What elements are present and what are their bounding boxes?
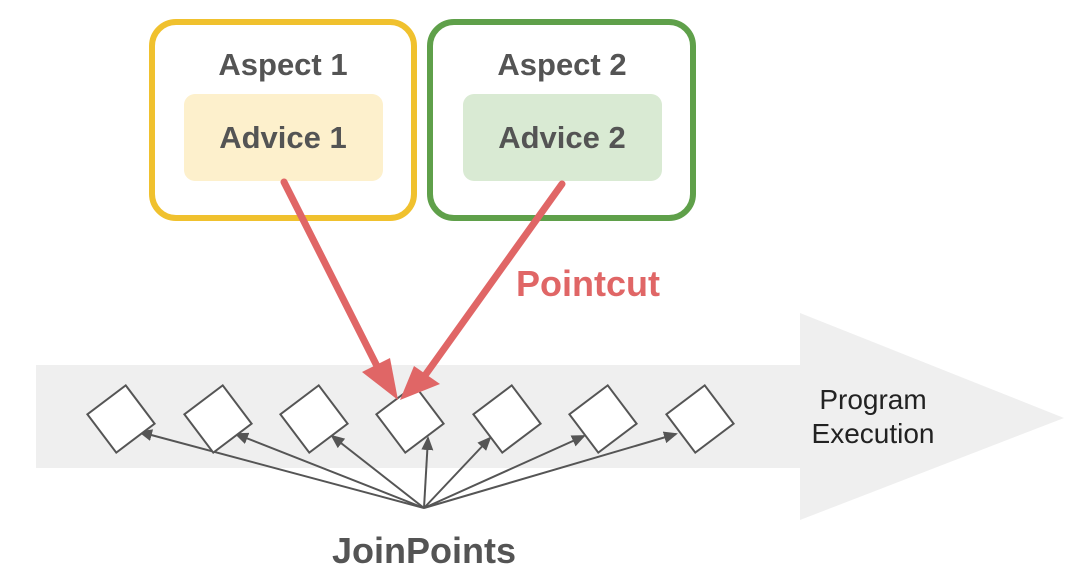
connector-arrow-7 (423, 431, 678, 509)
program-execution-label-line2: Execution (812, 418, 935, 449)
pointcut-arrowhead-1 (362, 358, 398, 400)
joinpoint-1 (85, 383, 157, 455)
aspect-1-title: Aspect 1 (218, 47, 347, 82)
pointcut-arrow-1 (280, 178, 384, 376)
advice-2-label: Advice 2 (498, 120, 626, 155)
joinpoint-3 (278, 383, 350, 455)
connector-arrow-1 (138, 429, 425, 509)
pointcut-arrows (280, 178, 566, 400)
joinpoint-6 (567, 383, 639, 455)
advice-2-box (463, 94, 662, 181)
connector-arrow-2 (234, 432, 425, 509)
joinpoint-4 (374, 383, 446, 455)
joinpoint-diamonds (85, 383, 736, 455)
connector-arrow-6 (423, 435, 586, 509)
joinpoint-7 (664, 383, 736, 455)
joinpoints-label: JoinPoints (332, 530, 516, 571)
advice-1-label: Advice 1 (219, 120, 347, 155)
advice-1-box (184, 94, 383, 181)
program-execution-label-line1: Program (819, 384, 926, 415)
connector-arrow-3 (330, 434, 425, 509)
pointcut-arrowhead-2 (400, 366, 440, 400)
connector-arrow-5 (423, 436, 492, 509)
connector-arrow-4 (421, 436, 434, 509)
pointcut-arrow-2 (422, 180, 566, 378)
joinpoint-5 (471, 383, 543, 455)
pointcut-label: Pointcut (516, 263, 660, 304)
joinpoint-2 (182, 383, 254, 455)
joinpoint-connectors (138, 429, 678, 509)
aspect-2-title: Aspect 2 (497, 47, 626, 82)
program-execution-arrow (36, 313, 1064, 520)
